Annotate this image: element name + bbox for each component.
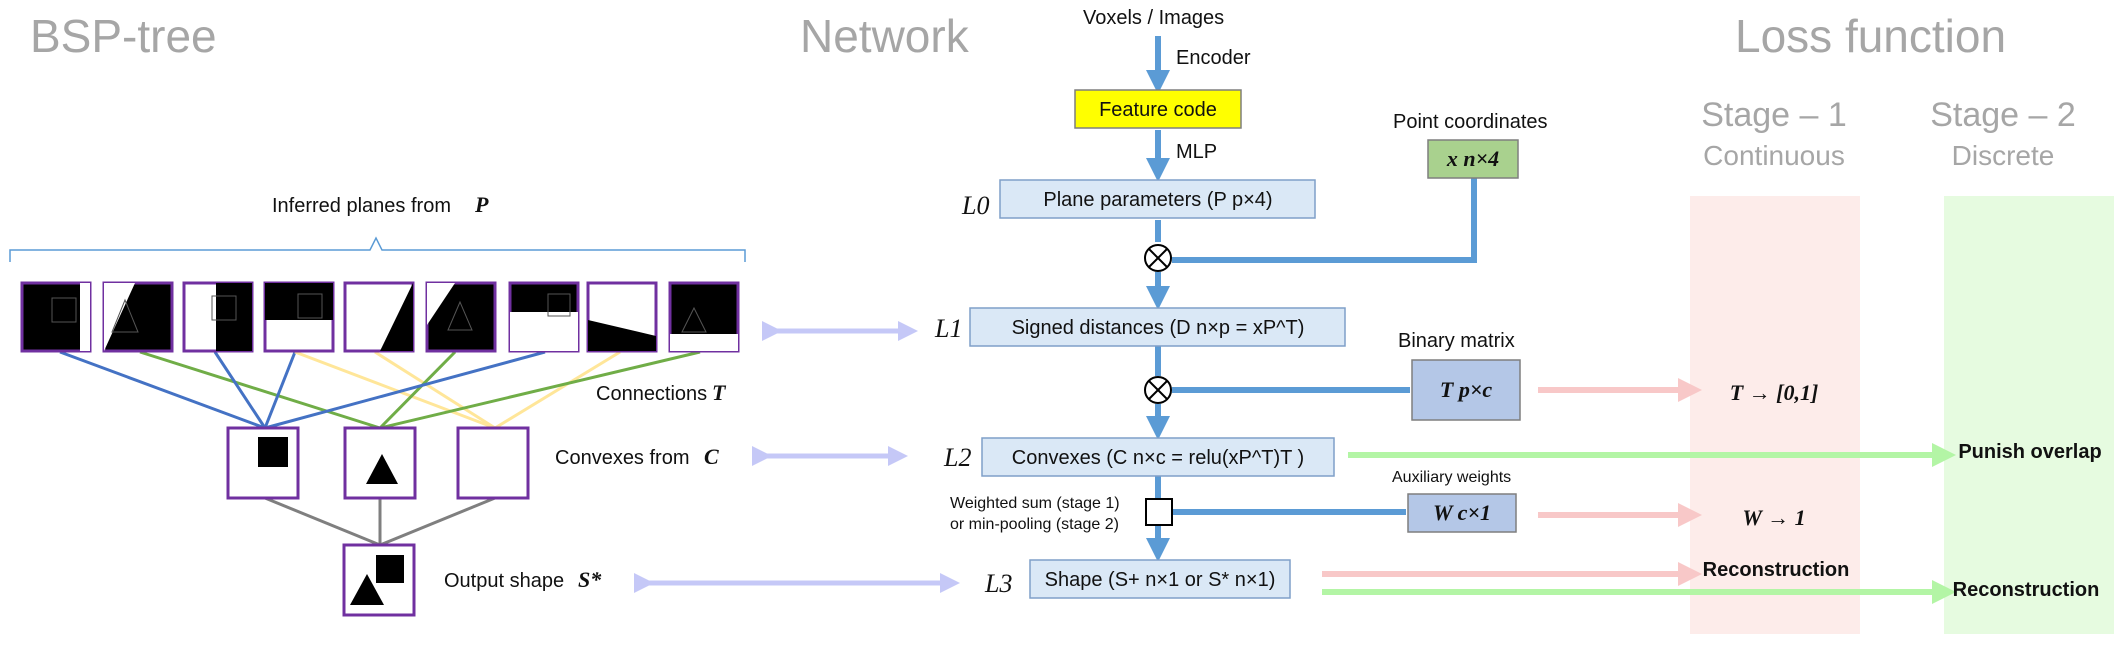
convexes-label: Convexes from [555, 447, 690, 469]
auxiliary-weights-symbol: W c×1 [1433, 500, 1491, 525]
plane-box-6 [425, 281, 497, 353]
point-coordinates-label: Point coordinates [1393, 111, 1548, 133]
connection-lines [59, 350, 701, 547]
weighted-sum-node [1145, 498, 1173, 526]
plane-parameters-box [999, 179, 1316, 219]
plane-box-9 [668, 281, 740, 353]
shape-box [1029, 559, 1291, 599]
network-title: Network [800, 10, 970, 62]
multiply-node-1 [1144, 244, 1172, 272]
input-label: Voxels / Images [1083, 7, 1224, 29]
t-constraint-label: T → [0,1] [1730, 380, 1819, 405]
plane-box-3 [182, 281, 254, 353]
feature-code-label: Feature code [1099, 99, 1217, 121]
auxiliary-weights-box [1407, 493, 1517, 533]
level-l0: L0 [961, 191, 989, 220]
level-l1: L1 [934, 314, 962, 343]
binary-matrix-label: Binary matrix [1398, 330, 1515, 352]
level-l2: L2 [943, 443, 971, 472]
point-coordinates-box [1427, 139, 1519, 179]
level-link-arrows [634, 321, 960, 593]
convexes-symbol: C [704, 444, 719, 469]
convex-box-empty [456, 426, 530, 500]
convexes-box-label: Convexes (C n×c = relu(xP^T)T ) [1012, 447, 1304, 469]
loss-function-title: Loss function [1735, 10, 2006, 62]
convex-box-triangle [343, 426, 417, 500]
reconstruction-stage2-label: Reconstruction [1953, 579, 2100, 601]
connections-symbol: T [712, 380, 727, 405]
stage2-panel [1944, 196, 2114, 634]
signed-distances-box [969, 307, 1346, 347]
w-constraint-label: W → 1 [1742, 505, 1805, 530]
weighted-sum-line1: Weighted sum (stage 1) [950, 495, 1120, 512]
weighted-sum-line2: or min-pooling (stage 2) [950, 516, 1119, 533]
output-shape-label: Output shape [444, 570, 564, 592]
planes-brace [9, 236, 746, 262]
plane-box-5 [343, 281, 415, 353]
encoder-label: Encoder [1176, 47, 1251, 69]
plane-box-1 [20, 281, 92, 353]
convexes-box [981, 437, 1335, 477]
multiply-node-2 [1144, 376, 1172, 404]
point-coordinates-symbol: x n×4 [1446, 146, 1499, 171]
plane-box-4 [263, 281, 335, 353]
mlp-label: MLP [1176, 141, 1217, 163]
punish-overlap-label: Punish overlap [1958, 441, 2101, 463]
binary-matrix-box [1411, 359, 1521, 421]
feature-code-box [1074, 89, 1242, 129]
loss-arrows [1322, 378, 1956, 604]
stage1-panel [1690, 196, 1860, 634]
main-flow-arrows [1146, 36, 1477, 562]
signed-distances-label: Signed distances (D n×p = xP^T) [1012, 317, 1305, 339]
inferred-planes-symbol: P [474, 192, 489, 217]
bsp-tree-title: BSP-tree [30, 10, 217, 62]
shape-box-label: Shape (S+ n×1 or S* n×1) [1045, 569, 1276, 591]
connections-label: Connections [596, 383, 707, 405]
output-shape-symbol: S* [578, 567, 602, 592]
stage2-subtitle: Discrete [1952, 140, 2055, 171]
output-shape-box [342, 543, 416, 617]
stage1-subtitle: Continuous [1703, 140, 1845, 171]
binary-matrix-symbol: T p×c [1440, 377, 1492, 402]
level-l3: L3 [984, 569, 1012, 598]
plane-box-7 [508, 281, 580, 353]
reconstruction-stage1-label: Reconstruction [1703, 559, 1850, 581]
convex-box-square [226, 426, 300, 500]
stage2-title: Stage – 2 [1930, 96, 2076, 134]
stage1-title: Stage – 1 [1701, 96, 1847, 134]
auxiliary-weights-label: Auxiliary weights [1392, 469, 1511, 486]
plane-parameters-label: Plane parameters (P p×4) [1043, 189, 1272, 211]
inferred-planes-label: Inferred planes from [272, 195, 451, 217]
plane-box-2 [102, 281, 174, 353]
plane-box-8 [586, 281, 658, 353]
